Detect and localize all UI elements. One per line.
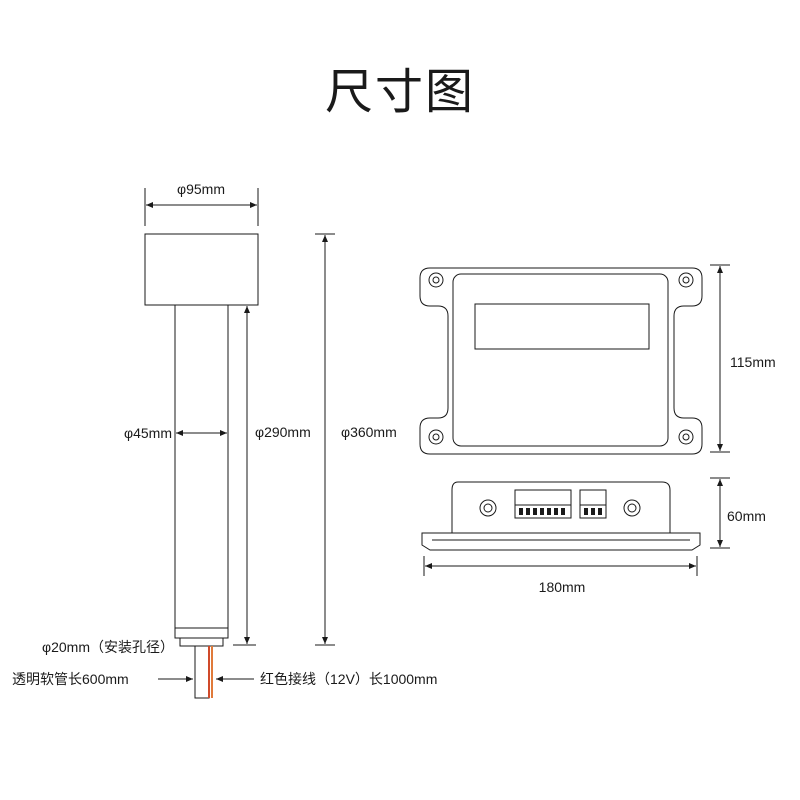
dim-height-top — [710, 264, 730, 453]
label-wire: 红色接线（12V）长1000mm — [260, 671, 437, 687]
terminal-block-power — [579, 489, 607, 519]
dim-width — [423, 556, 698, 576]
label-total-length: φ360mm — [341, 424, 397, 440]
label-height-side: 60mm — [727, 508, 766, 524]
sensor-drawing — [144, 233, 259, 699]
label-mount-hole: φ20mm（安装孔径） — [42, 639, 174, 655]
cable-gland-left — [479, 499, 497, 517]
hose — [194, 645, 210, 699]
dim-tube-length — [233, 304, 256, 646]
terminal-screws — [519, 508, 602, 515]
label-tube-diameter: φ45mm — [124, 425, 172, 441]
sensor-head — [144, 233, 259, 306]
label-width: 180mm — [539, 579, 586, 595]
display-window — [474, 303, 650, 350]
label-tube-length: φ290mm — [255, 424, 311, 440]
terminal-block-main — [514, 489, 572, 519]
label-height-top: 115mm — [730, 354, 776, 370]
cable-gland-right — [623, 499, 641, 517]
controller-top-view — [419, 267, 703, 455]
sensor-tube — [174, 304, 229, 639]
label-head-diameter: φ95mm — [177, 181, 225, 197]
sensor-mount-neck — [179, 637, 224, 647]
label-hose: 透明软管长600mm — [12, 671, 129, 687]
page-title: 尺寸图 — [324, 64, 475, 120]
dim-head-diameter — [144, 188, 259, 226]
dim-height-side — [710, 477, 730, 549]
dim-total-length — [315, 233, 335, 646]
controller-side-view — [421, 481, 701, 551]
